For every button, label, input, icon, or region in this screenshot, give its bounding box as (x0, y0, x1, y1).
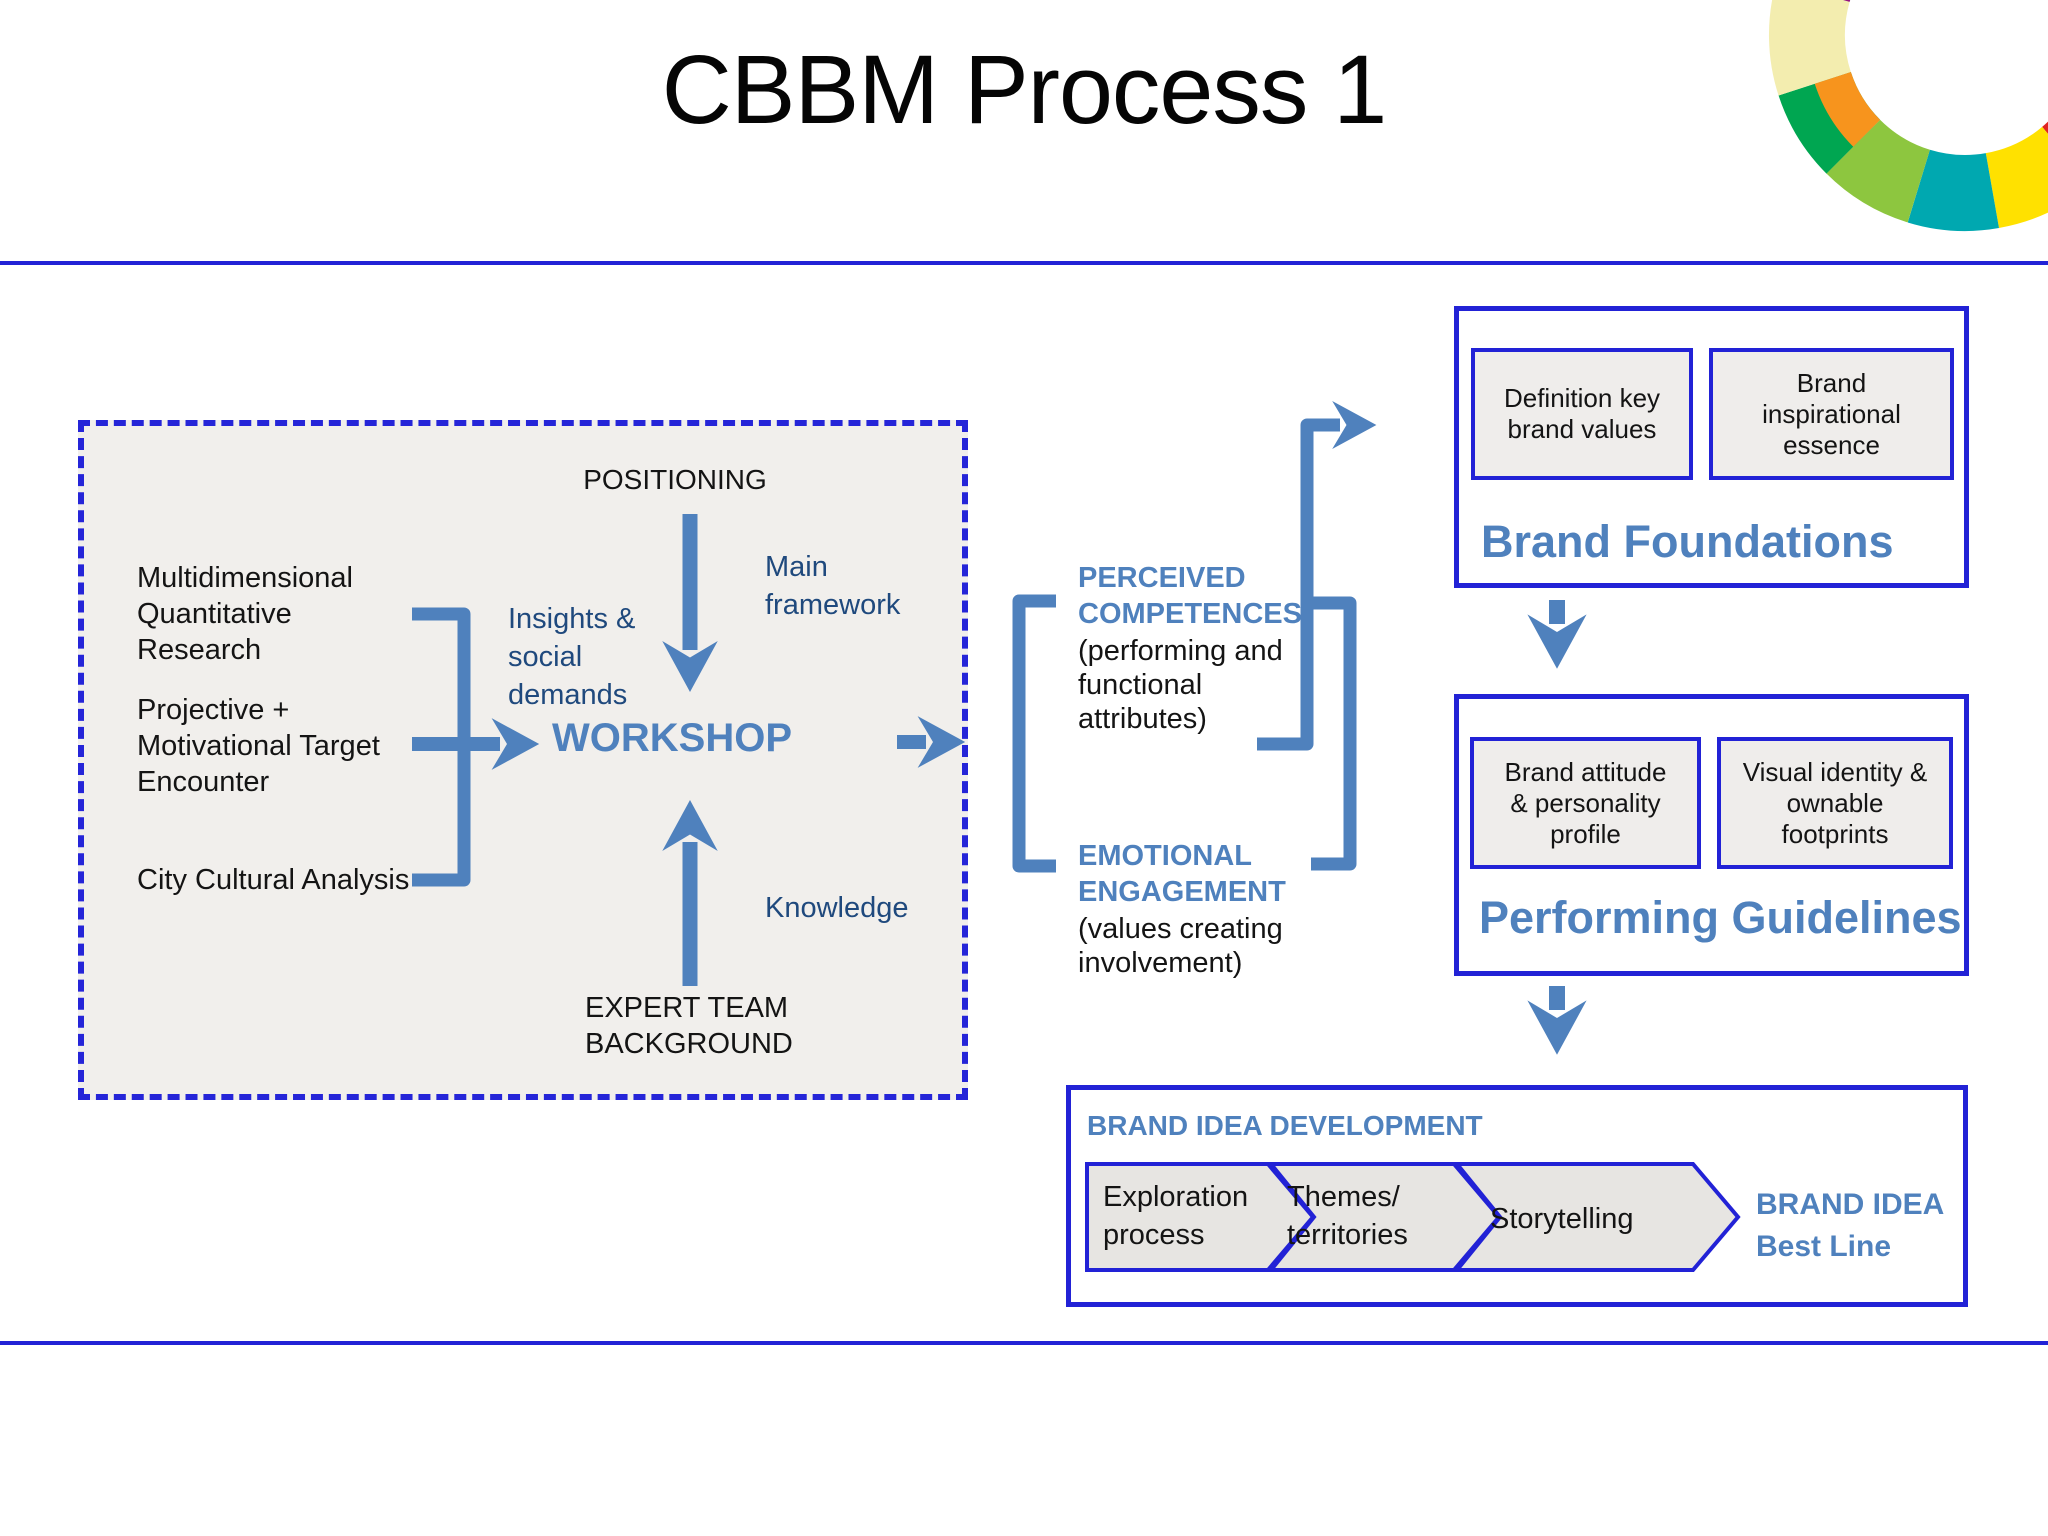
input-projective-encounter: Projective + Motivational Target Encount… (137, 694, 380, 798)
visual-identity-footprints-box: Visual identity & ownable footprints (1717, 737, 1953, 869)
brand-foundations-label: Brand Foundations (1481, 516, 1894, 567)
insights-label: Insights & social demands (508, 603, 636, 711)
step-exploration-process: Exploration process (1103, 1181, 1249, 1251)
page-title: CBBM Process 1 (661, 35, 1388, 144)
perceived-competences-title: PERCEIVED COMPETENCES (1078, 562, 1302, 630)
input-city-cultural-analysis: City Cultural Analysis (137, 864, 410, 896)
input-multidimensional-research: Multidimensional Quantitative Research (137, 562, 353, 666)
bracket-outcomes-right (1311, 596, 1357, 871)
emotional-engagement-sub: (values creating involvement) (1078, 913, 1283, 979)
emotional-engagement-title: EMOTIONAL ENGAGEMENT (1078, 840, 1286, 908)
brand-attitude-profile-box: Brand attitude & personality profile (1470, 737, 1701, 869)
chevron-themes (1266, 1162, 1502, 1272)
definition-key-brand-values-box: Definition key brand values (1471, 348, 1693, 480)
workshop-label: WORKSHOP (552, 716, 792, 760)
footer-rule (0, 1341, 2048, 1345)
arrow-to-brand-foundations (1257, 400, 1377, 751)
performing-guidelines-label: Performing Guidelines (1479, 892, 1962, 943)
positioning-label: POSITIONING (583, 464, 767, 495)
step-storytelling: Storytelling (1490, 1203, 1634, 1235)
step-themes-territories: Themes/ territories (1287, 1181, 1408, 1251)
knowledge-label: Knowledge (765, 892, 909, 924)
perceived-competences-sub: (performing and functional attributes) (1078, 635, 1283, 735)
logo-ring-icon (1768, 0, 2048, 231)
brand-inspirational-essence-box: Brand inspirational essence (1709, 348, 1954, 480)
header-rule (0, 261, 2048, 265)
chevron-storytelling (1452, 1162, 1741, 1272)
brand-idea-development-heading: BRAND IDEA DEVELOPMENT (1087, 1110, 1483, 1141)
process-chevrons (1085, 1162, 1741, 1272)
expert-team-label: EXPERT TEAM BACKGROUND (585, 992, 793, 1060)
brand-idea-result-label: BRAND IDEA (1756, 1188, 1945, 1221)
bracket-outcomes-left (1012, 594, 1056, 873)
main-framework-label: Main framework (765, 551, 901, 621)
best-line-label: Best Line (1756, 1230, 1892, 1263)
